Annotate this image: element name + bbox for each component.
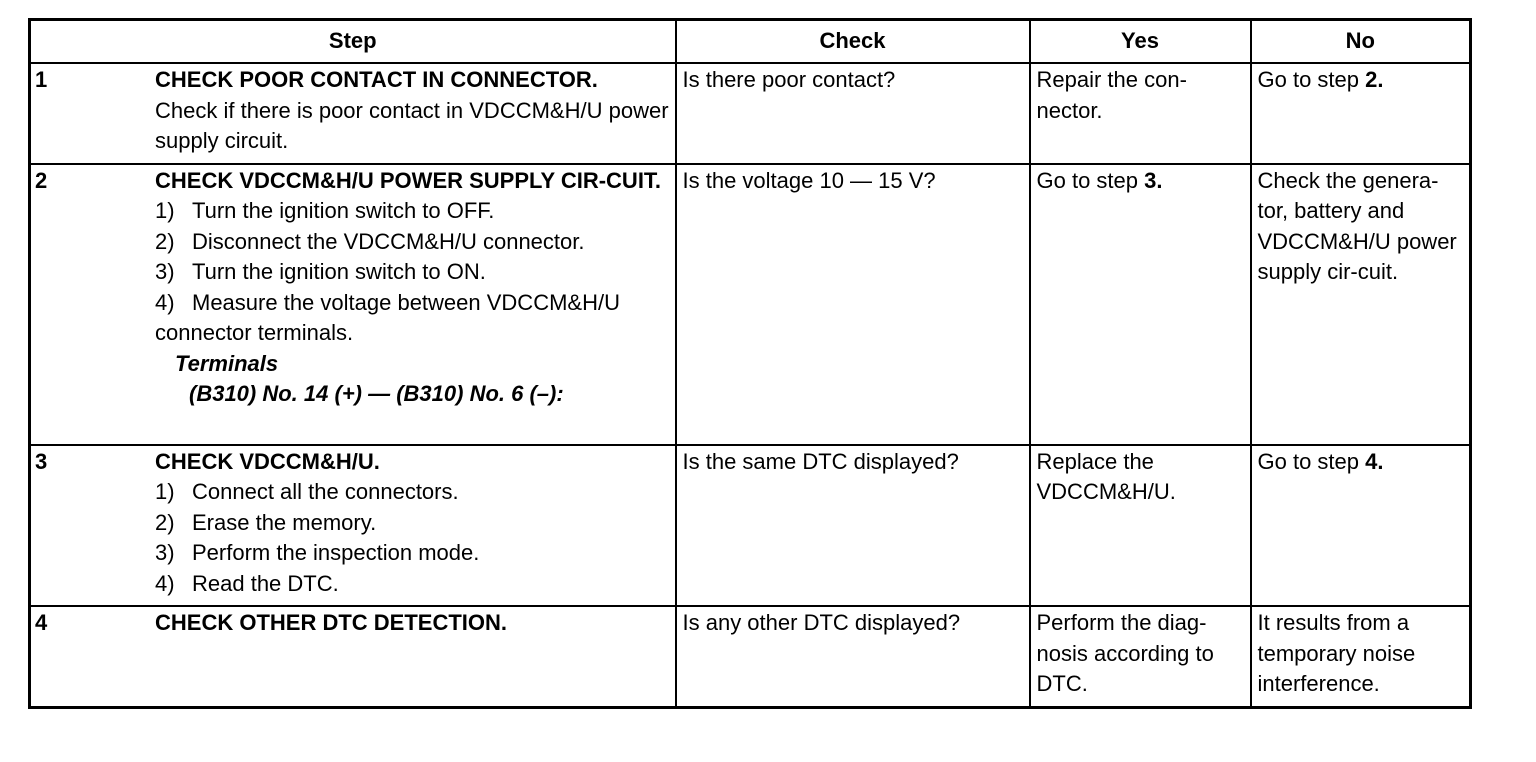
substep: 3)Perform the inspection mode. [155,540,480,565]
header-no: No [1249,18,1472,64]
header-step: Step [28,18,677,64]
substep: 2)Erase the memory. [155,509,377,535]
step-title: CHECK VDCCM&H/U POWER SUPPLY CIR-CUIT. [155,167,662,193]
step-number: 2 [35,167,48,193]
terminals-value: (B310) No. 14 (+) — (B310) No. 6 (–): [189,381,564,406]
step-cell: 4 CHECK OTHER DTC DETECTION. [28,605,677,708]
no-text: Go to step [1257,448,1366,474]
substep: 4)Read the DTC. [155,570,339,596]
check-cell: Is there poor contact? [674,62,1031,165]
table-row: 1 CHECK POOR CONTACT IN CONNECTOR. Check… [28,62,1472,165]
step-number: 3 [35,448,48,474]
no-cell: Check the genera-tor, battery and VDCCM&… [1249,162,1472,446]
table-row: 2 CHECK VDCCM&H/U POWER SUPPLY CIR-CUIT.… [28,162,1472,446]
header-row: Step Check Yes No [28,18,1472,64]
table-row: 4 CHECK OTHER DTC DETECTION. Is any othe… [28,605,1472,708]
step-cell: 3 CHECK VDCCM&H/U. 1)Connect all the con… [28,443,677,607]
substep: 1)Connect all the connectors. [155,479,459,504]
step-number: 4 [35,610,48,635]
header-check: Check [674,18,1031,64]
yes-cell: Go to step 3. [1028,162,1252,446]
step-title: CHECK POOR CONTACT IN CONNECTOR. [155,67,598,92]
diagnostic-table: Step Check Yes No 1 CHECK POOR CONTACT I… [28,18,1472,709]
step-cell: 2 CHECK VDCCM&H/U POWER SUPPLY CIR-CUIT.… [28,162,677,446]
header-yes: Yes [1028,18,1252,64]
step-title: CHECK OTHER DTC DETECTION. [155,610,507,635]
substep: 4)Measure the voltage between VDCCM&H/U … [155,289,620,346]
substep: 3)Turn the ignition switch to ON. [155,259,486,284]
no-step-ref: 2. [1365,67,1384,92]
yes-cell: Replace the VDCCM&H/U. [1028,443,1252,607]
no-cell: It results from a temporary noise interf… [1249,605,1472,708]
no-step-ref: 4. [1365,448,1384,474]
substep: 1)Turn the ignition switch to OFF. [155,198,495,223]
substep: 2)Disconnect the VDCCM&H/U connector. [155,228,585,254]
terminals-label: Terminals [175,350,279,376]
yes-text: Go to step [1036,167,1145,193]
yes-step-ref: 3. [1144,167,1163,193]
check-cell: Is any other DTC displayed? [674,605,1031,708]
check-cell: Is the voltage 10 — 15 V? [674,162,1031,446]
step-description: Check if there is poor contact in VDCCM&… [155,97,669,154]
step-number: 1 [35,67,48,92]
yes-cell: Perform the diag-nosis according to DTC. [1028,605,1252,708]
no-text: Go to step [1257,67,1366,92]
table-row: 3 CHECK VDCCM&H/U. 1)Connect all the con… [28,443,1472,607]
no-cell: Go to step 4. [1249,443,1472,607]
no-cell: Go to step 2. [1249,62,1472,165]
step-title: CHECK VDCCM&H/U. [155,448,380,474]
check-cell: Is the same DTC displayed? [674,443,1031,607]
step-cell: 1 CHECK POOR CONTACT IN CONNECTOR. Check… [28,62,677,165]
yes-cell: Repair the con-nector. [1028,62,1252,165]
